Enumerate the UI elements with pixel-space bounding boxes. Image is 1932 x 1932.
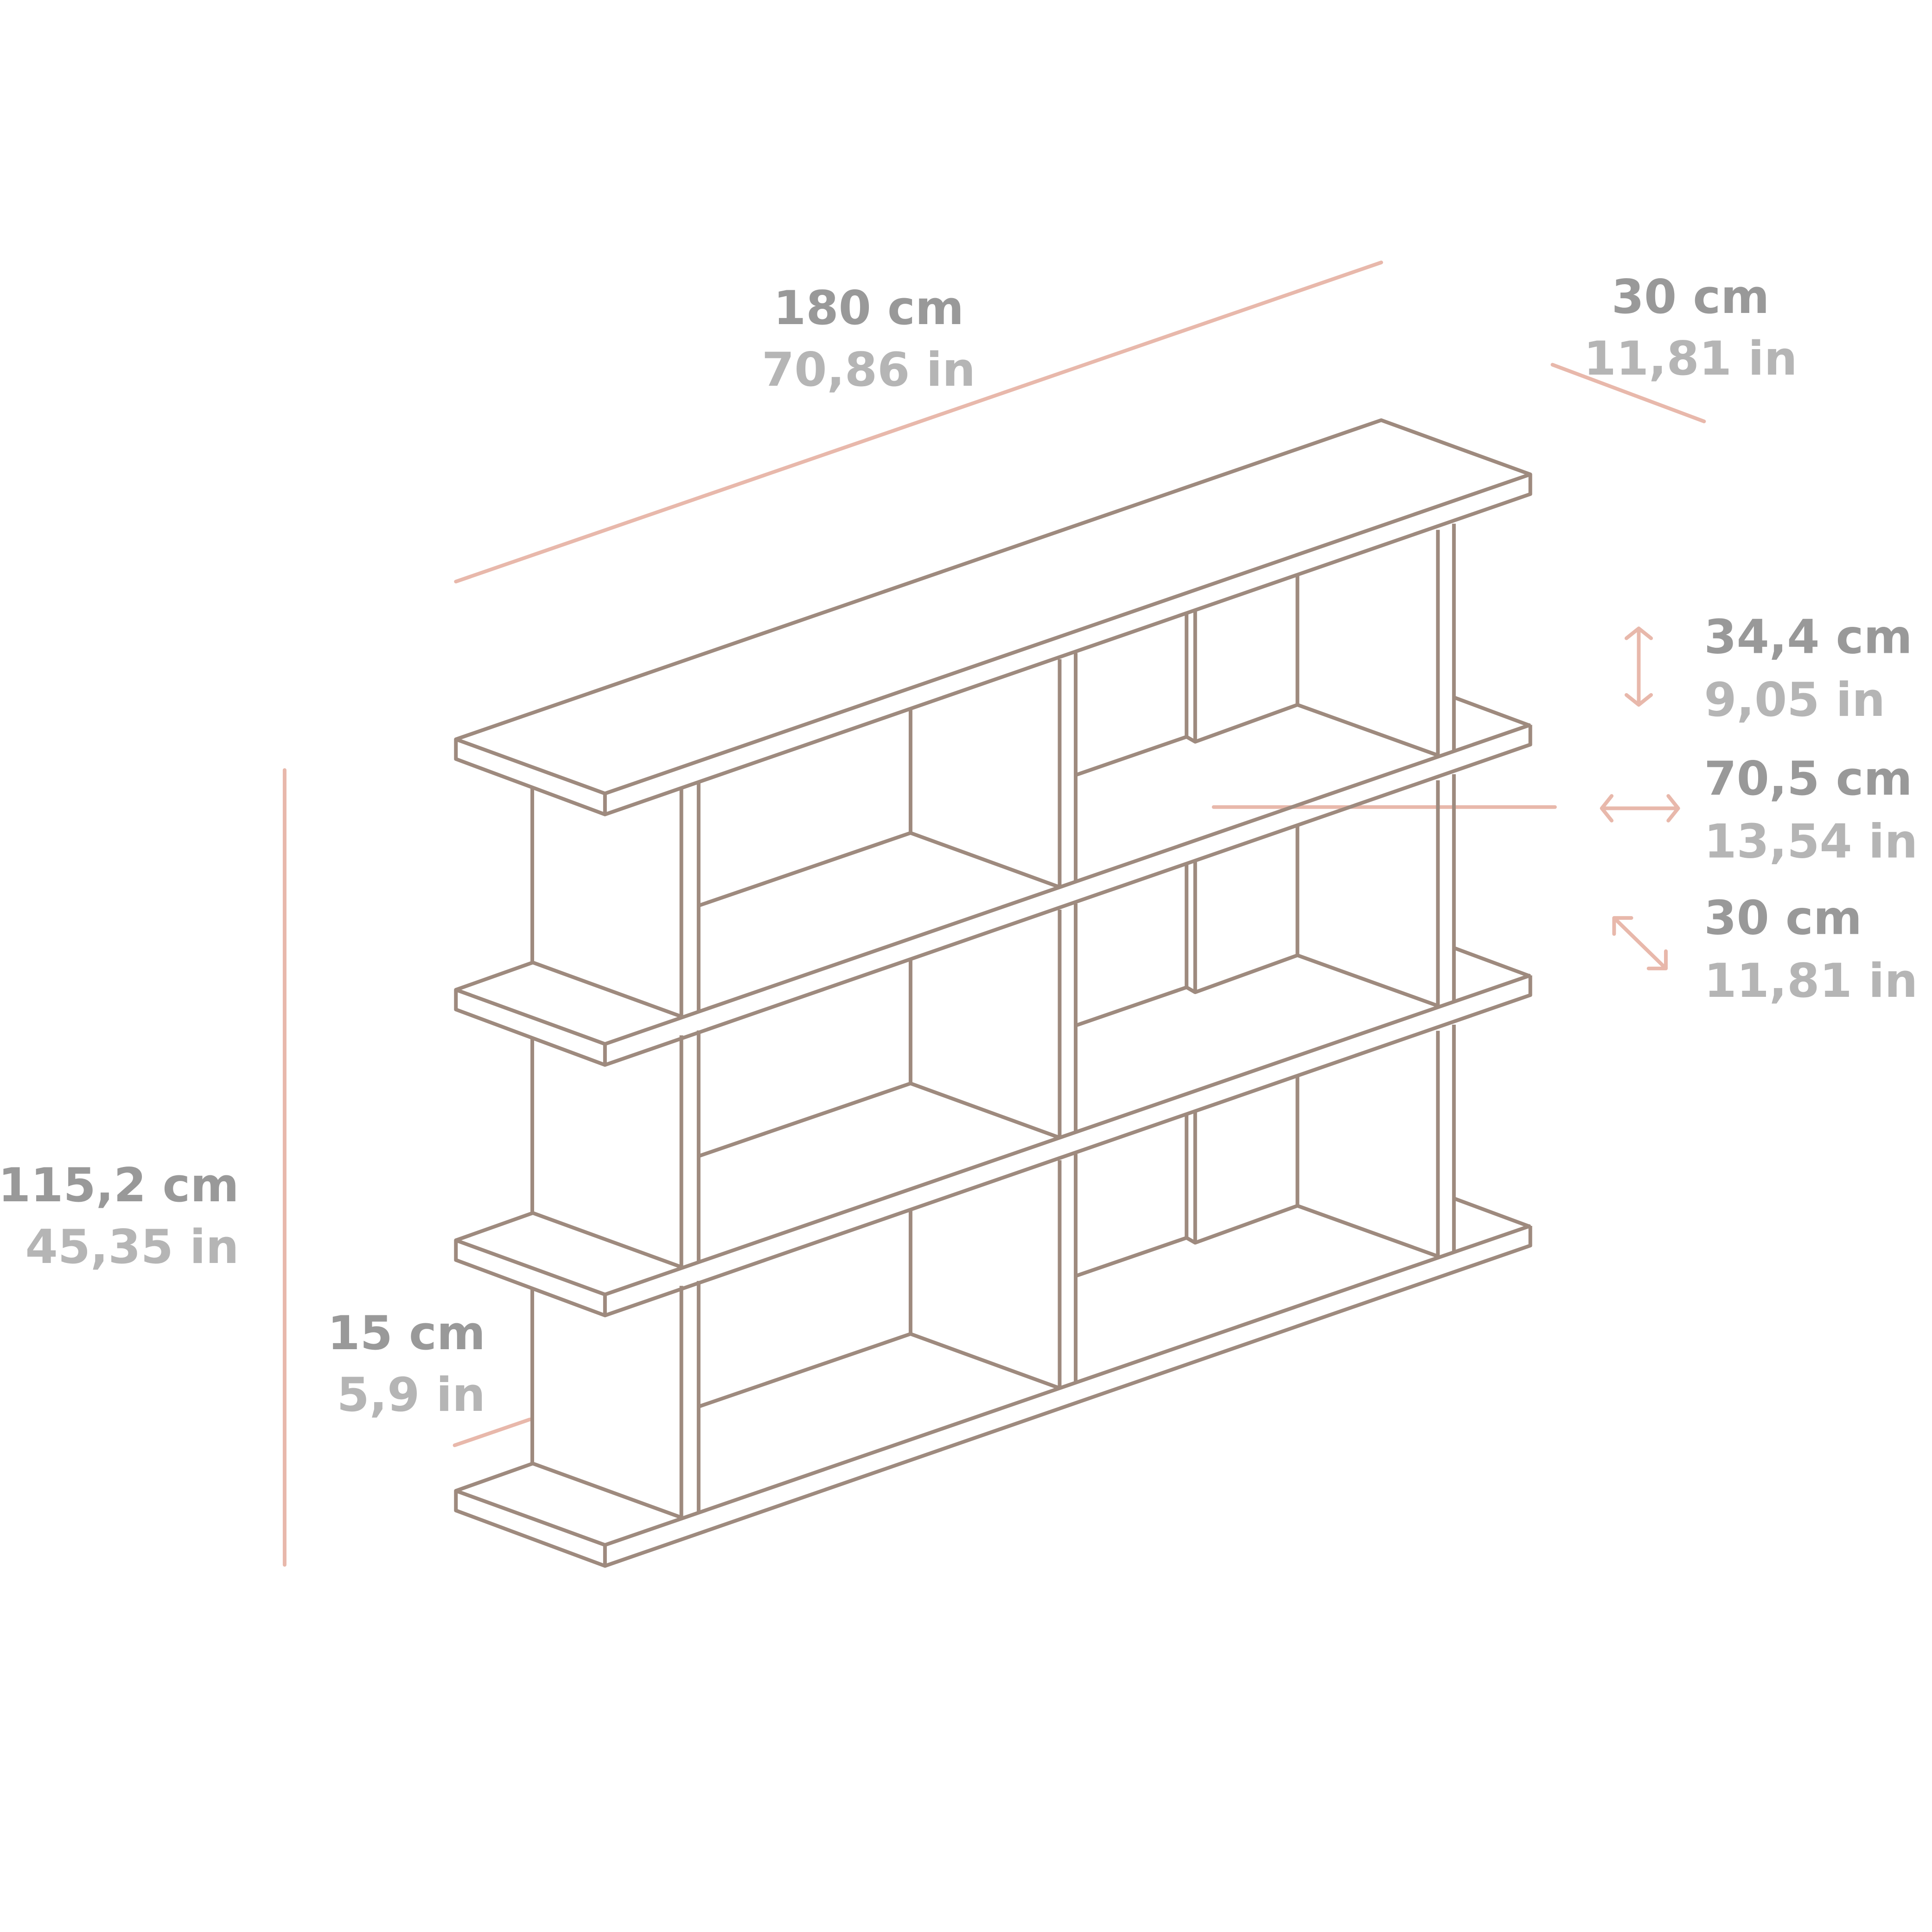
shelf-board — [454, 1224, 1532, 1568]
leg-in: 5,9 in — [337, 1367, 486, 1422]
width-in: 70,86 in — [762, 342, 976, 397]
depth-in: 11,81 in — [1584, 331, 1798, 386]
compartment-depth-in: 11,81 in — [1704, 953, 1918, 1008]
height-cm: 115,2 cm — [0, 1158, 239, 1212]
compartment-height-cm: 34,4 cm — [1704, 609, 1912, 664]
dimension-lines — [282, 261, 1706, 1567]
leg-line — [453, 1417, 532, 1447]
compartment-depth-cm: 30 cm — [1704, 890, 1862, 945]
vertical-double-arrow-icon — [1624, 626, 1653, 707]
width-cm: 180 cm — [773, 281, 964, 335]
diagonal-double-arrow-icon — [1612, 916, 1668, 970]
compartment-level — [530, 1024, 1531, 1519]
shelf-board — [454, 723, 1532, 1067]
compartment-level — [530, 774, 1531, 1269]
leg-cm: 15 cm — [327, 1306, 485, 1360]
height-in: 45,35 in — [26, 1219, 239, 1274]
compartment-width-in: 13,54 in — [1704, 814, 1918, 869]
depth-line — [1550, 363, 1706, 423]
compartment-width-cm: 70,5 cm — [1704, 751, 1912, 806]
width-line — [454, 261, 1384, 584]
horizontal-double-arrow-icon — [1600, 794, 1680, 823]
bookshelf-drawing — [454, 418, 1532, 1568]
shelf-board — [454, 973, 1532, 1318]
compartment-level — [530, 523, 1531, 1019]
depth-cm: 30 cm — [1612, 269, 1770, 324]
top-board — [454, 418, 1532, 816]
compartment-height-in: 9,05 in — [1704, 672, 1885, 727]
